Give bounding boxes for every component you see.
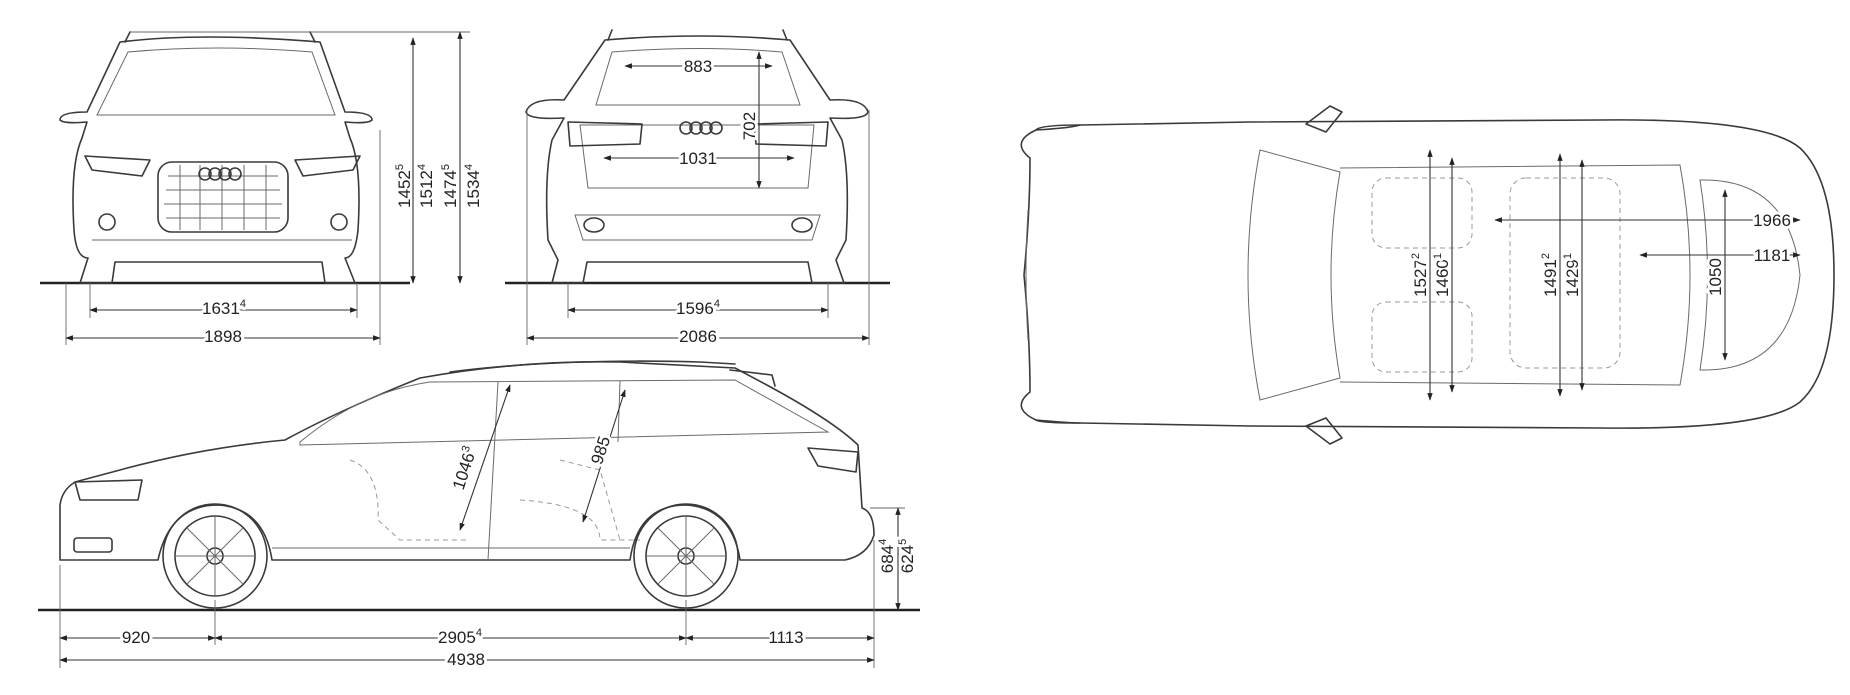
- svg-text:1031: 1031: [679, 149, 717, 168]
- side-view-dimensions: 10463 985 6844 6245 920 29054 1113 4938: [59, 384, 920, 672]
- svg-text:920: 920: [122, 628, 150, 647]
- rear-view: [505, 29, 890, 285]
- svg-text:6245: 6245: [897, 539, 917, 574]
- svg-text:702: 702: [740, 112, 759, 140]
- svg-text:14601: 14601: [1432, 253, 1452, 297]
- svg-text:15964: 15964: [676, 298, 720, 318]
- svg-text:1898: 1898: [204, 327, 242, 346]
- front-view-dimensions: 14525 15124 14745 15344 16314 1898: [65, 31, 483, 349]
- svg-text:14291: 14291: [1562, 253, 1582, 297]
- dim-side-interior-1: [459, 384, 511, 531]
- svg-text:15344: 15344: [463, 164, 483, 208]
- svg-text:14525: 14525: [394, 164, 414, 208]
- svg-text:1966: 1966: [1753, 211, 1791, 230]
- svg-text:14745: 14745: [440, 164, 460, 208]
- top-view: [1020, 105, 1835, 445]
- svg-text:14912: 14912: [1540, 253, 1560, 297]
- svg-text:15124: 15124: [416, 164, 436, 208]
- dim-side-interior-2: [582, 389, 626, 523]
- rear-view-dimensions: 883 702 1031 15964 2086: [526, 51, 870, 349]
- svg-text:29054: 29054: [438, 627, 482, 647]
- side-view: [38, 360, 920, 612]
- rear-wheel: [633, 503, 739, 609]
- svg-text:15272: 15272: [1410, 253, 1430, 297]
- svg-text:2086: 2086: [679, 327, 717, 346]
- svg-text:883: 883: [684, 57, 712, 76]
- svg-text:1050: 1050: [1706, 258, 1725, 296]
- svg-text:4938: 4938: [447, 650, 485, 669]
- front-view: [40, 31, 410, 285]
- front-wheel: [162, 503, 268, 609]
- svg-text:16314: 16314: [202, 298, 246, 318]
- svg-text:1113: 1113: [768, 628, 803, 647]
- svg-text:1181: 1181: [1754, 246, 1791, 265]
- svg-text:985: 985: [587, 434, 614, 467]
- svg-text:6844: 6844: [877, 539, 897, 574]
- top-view-dimensions: 15272 14601 14912 14291 1966 1181 1050: [1407, 149, 1801, 401]
